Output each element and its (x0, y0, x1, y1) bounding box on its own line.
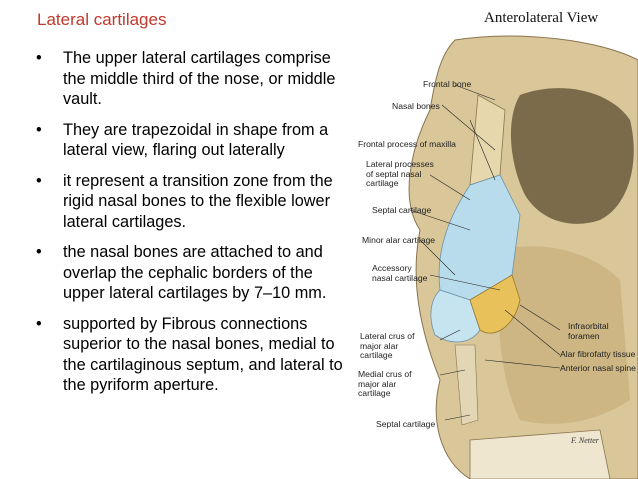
label-medial-crus: Medial crus of major alar cartilage (358, 369, 412, 398)
label-accessory-nasal: Accessory nasal cartilage (372, 263, 428, 283)
label-frontal-bone: Frontal bone (423, 79, 472, 89)
bullet-item: • it represent a transition zone from the… (36, 171, 354, 233)
bullet-list: • The upper lateral cartilages comprise t… (36, 48, 354, 406)
nose-anatomy-illustration (408, 35, 638, 479)
alar-fibrofatty-shape (469, 274, 521, 334)
bullet-text: it represent a transition zone from the … (63, 171, 333, 231)
bullet-text: the nasal bones are attached to and over… (63, 243, 327, 302)
bullet-dot: • (36, 243, 42, 261)
label-septal-cartilage-lower: Septal cartilage (376, 419, 436, 429)
lower-cartilage-shape (430, 289, 481, 343)
maxilla-shading (498, 246, 630, 424)
label-lateral-crus: Lateral crus of major alar cartilage (360, 331, 415, 360)
bullet-dot: • (36, 120, 42, 139)
bullet-dot: • (36, 49, 42, 67)
bullet-item: • the nasal bones are attached to and ove… (36, 242, 354, 304)
bullet-dot: • (36, 314, 42, 333)
label-alar-fibrofatty: Alar fibrofatty tissue (560, 349, 636, 359)
label-minor-alar: Minor alar cartilage (362, 235, 436, 245)
label-septal-cartilage-upper: Septal cartilage (372, 205, 432, 215)
view-title: Anterolateral View (484, 10, 599, 26)
bullet-item: • They are trapezoidal in shape from a la… (36, 120, 354, 161)
bullet-text: supported by Fibrous connections superio… (63, 314, 343, 395)
label-lateral-processes: Lateral processes of septal nasal cartil… (366, 159, 434, 188)
bullet-item: • The upper lateral cartilages comprise t… (36, 48, 354, 110)
label-anterior-nasal-spine: Anterior nasal spine (560, 363, 636, 373)
septal-cartilage-shape (454, 344, 479, 426)
bullet-text: They are trapezoidal in shape from a lat… (63, 120, 329, 160)
label-infraorbital-foramen: Infraorbital foramen (568, 321, 609, 341)
netter-signature: F. Netter (571, 436, 599, 445)
leader-lines (409, 84, 561, 421)
orbit-shape (510, 88, 634, 224)
teeth-shape (469, 429, 611, 479)
bullet-text: The upper lateral cartilages comprise th… (63, 49, 336, 108)
bullet-item: • supported by Fibrous connections superi… (36, 314, 354, 396)
slide-title: Lateral cartilages (37, 10, 167, 29)
label-frontal-process: Frontal process of maxilla (358, 139, 456, 149)
bullet-dot: • (36, 171, 42, 190)
label-nasal-bones: Nasal bones (392, 101, 440, 111)
